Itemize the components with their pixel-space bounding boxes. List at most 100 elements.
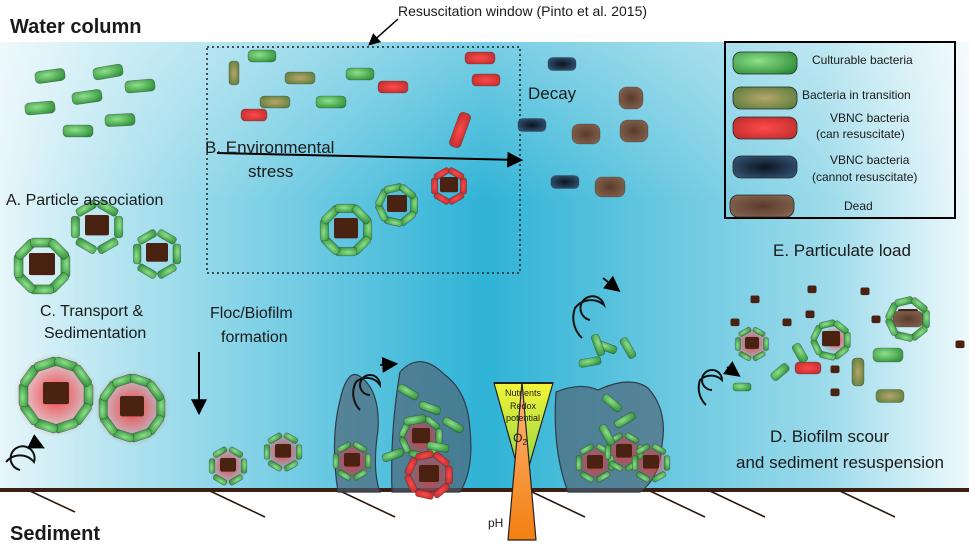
water-column-title: Water column — [10, 16, 142, 38]
bacterium-cell — [137, 263, 157, 279]
bacterium-cell — [377, 80, 409, 94]
sediment-title: Sediment — [10, 523, 100, 545]
bacterium-cell — [75, 200, 97, 217]
sediment-particle — [616, 444, 632, 458]
bacterium-cell — [345, 67, 375, 81]
bacterium-cell — [352, 469, 368, 481]
bacterium-cell — [624, 432, 640, 444]
bacterium-cell — [228, 446, 244, 458]
bacterium-cell — [336, 469, 352, 481]
bacterium-cell — [571, 123, 601, 145]
sediment-particle — [822, 331, 840, 347]
bacterium-cell — [267, 460, 283, 472]
bacterium-cell — [448, 167, 465, 180]
sediment-particle — [782, 318, 792, 327]
bacterium-cell — [550, 175, 580, 189]
sediment-particle — [830, 388, 840, 397]
bacterium-cell — [92, 63, 124, 81]
bacterium-cell — [442, 416, 464, 434]
bacterium-cell — [212, 446, 228, 458]
bacterium-cell — [579, 471, 595, 483]
bacterium-cell — [24, 100, 56, 116]
legend-icon-4 — [729, 194, 795, 218]
bacterium-cell — [663, 455, 671, 471]
floc-label-1: Floc/Biofilm — [210, 305, 293, 322]
resuscitation-window-label: Resuscitation window (Pinto et al. 2015) — [398, 3, 647, 19]
bacterium-cell — [872, 347, 904, 363]
bacterium-cell — [146, 380, 165, 402]
bacterium-cell — [594, 176, 626, 198]
sediment-particle — [745, 337, 759, 349]
sediment-particle — [146, 243, 168, 262]
bacterium-cell — [833, 320, 849, 335]
resuscitation-window-pointer — [368, 18, 399, 46]
bacterium-cell — [336, 441, 352, 453]
bacterium-cell — [381, 447, 405, 463]
sediment-particle — [220, 458, 236, 472]
legend-labels: Culturable bacteria Bacteria in transiti… — [802, 53, 917, 213]
bacterium-cell — [595, 471, 611, 483]
sediment-particle — [587, 455, 603, 469]
bacterium-cell — [212, 474, 228, 486]
bacterium-cell — [618, 86, 644, 110]
bacterium-cell — [133, 243, 142, 265]
sediment-hatches — [29, 490, 896, 518]
bacterium-cell — [284, 71, 316, 85]
bacterium-cell — [426, 441, 450, 453]
bacterium-cell — [332, 453, 340, 469]
bacterium-cell — [598, 424, 616, 446]
bacterium-cell — [97, 200, 119, 217]
bacterium-cell — [283, 460, 299, 472]
sediment-particle — [85, 215, 109, 236]
bacterium-cell — [651, 443, 667, 455]
particle-association-label: A. Particle association — [6, 192, 163, 209]
sediment-particle — [419, 465, 439, 482]
particulate-load-label: E. Particulate load — [773, 241, 911, 260]
bacterium-cell — [157, 263, 177, 279]
sediment-particle — [275, 444, 291, 458]
legend-label-4: Dead — [844, 199, 873, 213]
bacterium-cell — [794, 361, 822, 375]
bacterium-cell — [875, 389, 905, 403]
bacterium-cell — [247, 49, 277, 63]
bacterium-cell — [608, 460, 624, 472]
biofilm-scour-label-2: and sediment resuspension — [736, 453, 944, 472]
bacterium-cell — [517, 118, 547, 132]
ph-label: pH — [488, 516, 503, 530]
bacterium-cell — [399, 184, 417, 200]
bacterium-cell — [635, 471, 651, 483]
bacterium-cell — [228, 474, 244, 486]
sediment-particle — [955, 340, 965, 349]
bacterium-cell — [157, 229, 177, 245]
bacterium-cell — [403, 414, 427, 426]
bacterium-cell — [459, 177, 467, 195]
bacterium-cell — [471, 73, 501, 87]
legend-label-0: Culturable bacteria — [812, 53, 913, 67]
bacterium-cell — [62, 124, 94, 138]
bacterium-cell — [892, 310, 924, 328]
sediment-particle — [805, 310, 815, 319]
legend-label-3b: (cannot resuscitate) — [812, 170, 917, 184]
legend-icon-0 — [732, 51, 798, 75]
bacterium-cell — [791, 342, 809, 364]
bacterium-cell — [763, 337, 769, 351]
sediment-particle — [334, 218, 358, 239]
decay-label: Decay — [528, 84, 577, 103]
sediment-particle — [830, 365, 840, 374]
bacterium-cell — [732, 382, 752, 392]
bacterium-cell — [404, 457, 418, 476]
bacterium-cell — [851, 357, 865, 387]
ph-triangle — [507, 381, 537, 541]
legend-label-1: Bacteria in transition — [802, 88, 911, 102]
potential-label: potential — [506, 413, 540, 423]
bacterium-cell — [752, 326, 766, 337]
sediment-particle — [730, 318, 740, 327]
bacterium-cell — [240, 108, 268, 122]
bacterium-cell — [770, 363, 790, 381]
bacterium-cell — [259, 95, 291, 109]
bacterium-cell — [228, 60, 240, 86]
bacterium-cell — [738, 326, 752, 337]
environmental-stress-arrow — [216, 151, 524, 168]
